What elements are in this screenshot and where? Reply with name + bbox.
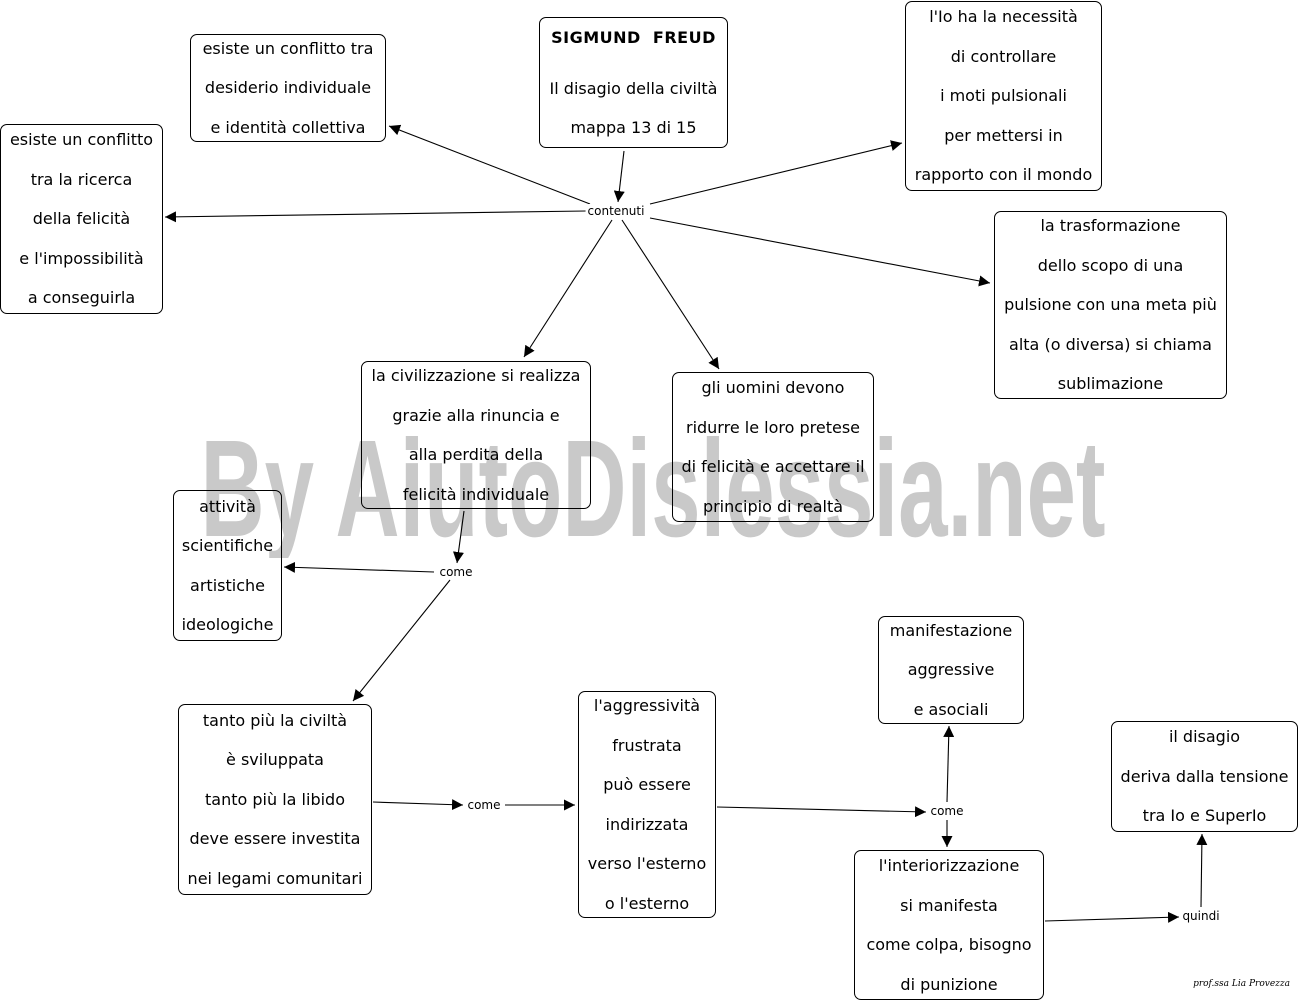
link-label-contenuti: contenuti [586,204,647,218]
node-text-line: tanto più la libido [179,780,371,820]
node-text-line: tra Io e SuperIo [1112,796,1297,836]
node-text-line: verso l'esterno [579,844,715,884]
node-text-line: desiderio individuale [191,68,385,108]
edge-come-attivita [284,567,434,572]
node-text-line: attività [174,487,281,527]
node-text-line: pulsione con una meta più [995,285,1226,325]
node-text-line: esiste un conflitto [1,120,162,160]
node-text-line: gli uomini devono [673,368,873,408]
node-text-line: scientifiche [174,526,281,566]
node-text-line: tanto più la civiltà [179,701,371,741]
node-text-line: ridurre le loro pretese [673,408,873,448]
node-text-line: e l'impossibilità [1,239,162,279]
node-text-line: esiste un conflitto tra [191,29,385,69]
edge-come-manifestazione [947,726,949,802]
node-text-line: per mettersi in [906,116,1101,156]
edge-civilta-come [373,802,463,805]
edge-contenuti-sublimazione [650,218,990,283]
node-text-line: l'interiorizzazione [855,846,1043,886]
node-text-line: di controllare [906,37,1101,77]
node-text-line: della felicità [1,199,162,239]
node-text-line: rapporto con il mondo [906,155,1101,195]
node-text-line: la trasformazione [995,206,1226,246]
node-text-line: deve essere investita [179,819,371,859]
node-text-line: nei legami comunitari [179,859,371,899]
node-text-line: ideologiche [174,605,281,645]
author-signature: prof.ssa Lia Provezza [1193,979,1290,989]
node-text-line: a conseguirla [1,278,162,318]
node-text-line: alla perdita della [362,435,590,475]
node-text-line: aggressive [879,650,1023,690]
edge-come-civilta [353,580,450,701]
edge-aggressivita-come [717,807,926,812]
node-text-line: artistiche [174,566,281,606]
link-label-quindi: quindi [1180,909,1221,923]
node-text-line: Il disagio della civiltà [540,69,727,108]
edge-contenuti-civilizzazione [524,220,612,357]
node-text-line: e identità collettiva [191,108,385,148]
node-text-line: l'aggressività [579,686,715,726]
node-text-line: alta (o diversa) si chiama [995,325,1226,365]
node-text-line: frustrata [579,726,715,766]
node-text-line: principio di realtà [673,487,873,527]
node-text-line: o l'esterno [579,884,715,924]
node-text-line: i moti pulsionali [906,76,1101,116]
node-text-line: può essere [579,765,715,805]
node-text-line: è sviluppata [179,740,371,780]
link-label-come-3: come [928,804,965,818]
node-text-line: di punizione [855,965,1043,1004]
node-text-line: SIGMUND FREUD [540,18,727,57]
node-text-line [540,57,727,69]
edge-quindi-disagio [1201,834,1202,907]
node-text-line: tra la ricerca [1,160,162,200]
node-text-line: il disagio [1112,717,1297,757]
node-text-line: felicità individuale [362,475,590,515]
node-text-line: la civilizzazione si realizza [362,356,590,396]
link-label-come-2: come [465,798,502,812]
node-text-line: come colpa, bisogno [855,925,1043,965]
node-text-line: mappa 13 di 15 [540,108,727,147]
edge-interiorizzazione-quindi [1045,917,1179,921]
node-text-line: l'Io ha la necessità [906,0,1101,37]
edge-contenuti-uomini [622,220,719,369]
edge-contenuti-io-controllo [650,143,902,204]
node-text-line: di felicità e accettare il [673,447,873,487]
node-text-line: manifestazione [879,611,1023,651]
node-text-line: si manifesta [855,886,1043,926]
edge-freud-contenuti [618,151,624,202]
edge-civilizzazione-come [457,511,464,563]
node-text-line: dello scopo di una [995,246,1226,286]
node-text-line: indirizzata [579,805,715,845]
link-label-come-1: come [437,565,474,579]
edge-contenuti-conflitto-felicita [165,211,586,217]
node-text-line: e asociali [879,690,1023,730]
node-text-line: deriva dalla tensione [1112,757,1297,797]
node-text-line: grazie alla rinuncia e [362,396,590,436]
node-text-line: sublimazione [995,364,1226,404]
